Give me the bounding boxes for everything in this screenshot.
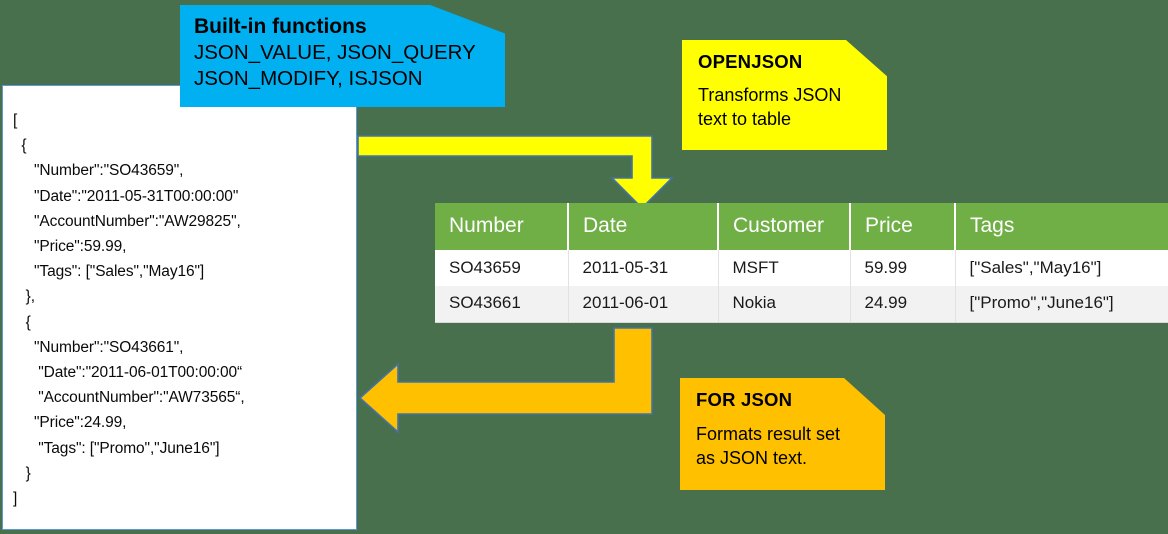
openjson-flow-arrow-icon bbox=[357, 135, 674, 210]
for-json-flow-arrow-icon bbox=[358, 327, 653, 434]
callout-built-in-functions-title: Built-in functions bbox=[194, 15, 367, 38]
table-row: SO43661 2011-06-01 Nokia 24.99 ["Promo",… bbox=[435, 286, 1168, 323]
cell-price: 59.99 bbox=[850, 250, 956, 286]
callout-openjson: OPENJSON Transforms JSON text to table bbox=[682, 40, 887, 150]
callout-openjson-title: OPENJSON bbox=[698, 51, 803, 72]
cell-number: SO43659 bbox=[435, 250, 569, 286]
cell-tags: ["Promo","June16"] bbox=[955, 286, 1168, 323]
json-text-panel: [ { "Number":"SO43659", "Date":"2011-05-… bbox=[2, 85, 357, 530]
result-set-table: Number Date Customer Price Tags SO43659 … bbox=[435, 203, 1168, 323]
cell-customer: MSFT bbox=[718, 250, 851, 286]
table-header-tags: Tags bbox=[955, 203, 1168, 250]
table-header-price: Price bbox=[850, 203, 956, 250]
cell-number: SO43661 bbox=[435, 286, 569, 323]
table-row: SO43659 2011-05-31 MSFT 59.99 ["Sales","… bbox=[435, 250, 1168, 286]
callout-built-in-functions-body: JSON_VALUE, JSON_QUERY JSON_MODIFY, ISJS… bbox=[194, 41, 476, 90]
cell-date: 2011-05-31 bbox=[568, 250, 719, 286]
cell-price: 24.99 bbox=[850, 286, 956, 323]
table-header-number: Number bbox=[435, 203, 569, 250]
json-source-text: [ { "Number":"SO43659", "Date":"2011-05-… bbox=[13, 112, 245, 508]
callout-for-json-body: Formats result set as JSON text. bbox=[696, 424, 841, 468]
cell-date: 2011-06-01 bbox=[568, 286, 719, 323]
table-header-date: Date bbox=[568, 203, 719, 250]
callout-for-json-title: FOR JSON bbox=[696, 389, 793, 410]
table-header-row: Number Date Customer Price Tags bbox=[435, 203, 1168, 250]
cell-tags: ["Sales","May16"] bbox=[955, 250, 1168, 286]
callout-built-in-functions: Built-in functions JSON_VALUE, JSON_QUER… bbox=[180, 5, 505, 107]
cell-customer: Nokia bbox=[718, 286, 851, 323]
table-header-customer: Customer bbox=[718, 203, 851, 250]
callout-openjson-body: Transforms JSON text to table bbox=[698, 85, 842, 129]
callout-for-json: FOR JSON Formats result set as JSON text… bbox=[680, 378, 885, 490]
